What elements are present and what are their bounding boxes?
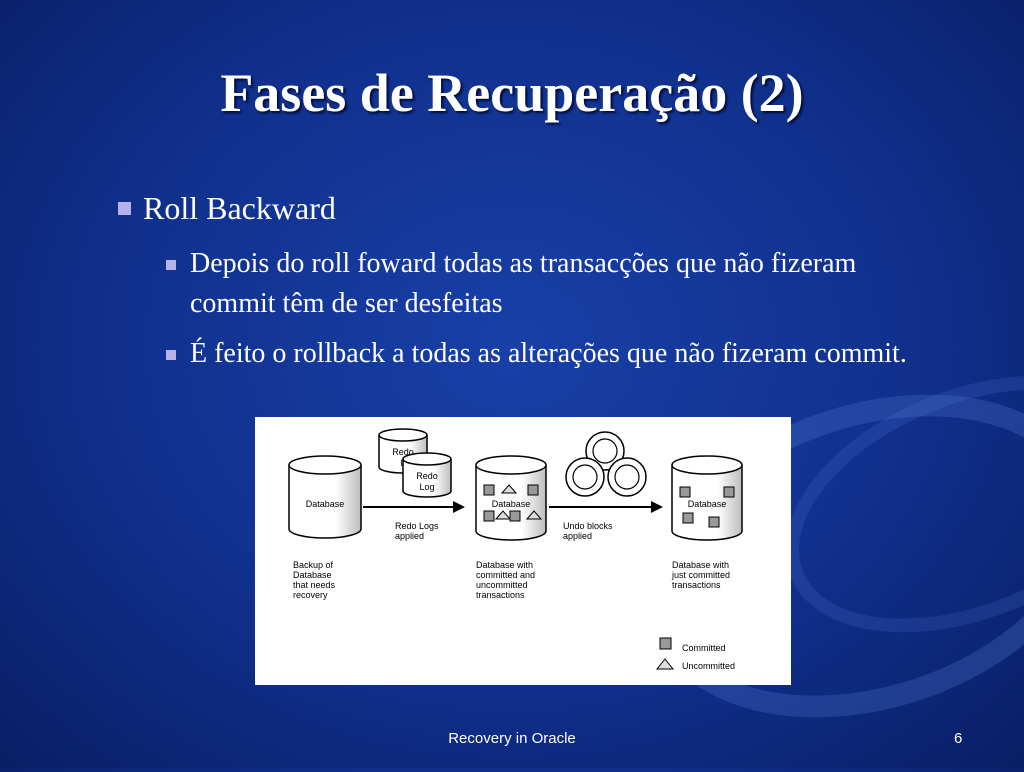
svg-text:transactions: transactions xyxy=(672,580,721,590)
bullet-square-icon xyxy=(166,350,176,360)
svg-text:recovery: recovery xyxy=(293,590,328,600)
svg-text:Database with: Database with xyxy=(672,560,729,570)
svg-text:Database with: Database with xyxy=(476,560,533,570)
caption-mixed: Database with committed and uncommitted … xyxy=(476,560,535,600)
bullet-text: Depois do roll foward todas as transacçõ… xyxy=(190,248,857,319)
undo-blocks-icon xyxy=(565,431,647,497)
database-label: Database xyxy=(306,499,345,509)
arrow-undo-applied xyxy=(549,501,663,513)
arrow-label: Undo blocks xyxy=(563,521,613,531)
slide-title: Fases de Recuperação (2) xyxy=(220,63,804,123)
database-cylinder-backup: Database xyxy=(288,455,362,539)
svg-text:uncommitted: uncommitted xyxy=(476,580,528,590)
page-number: 6 xyxy=(954,730,963,747)
caption-committed: Database with just committed transaction… xyxy=(671,560,730,590)
bullet-level2: É feito o rollback a todas as alterações… xyxy=(166,334,946,374)
bullet-square-icon xyxy=(166,260,176,270)
svg-text:Database: Database xyxy=(293,570,332,580)
bullet-square-icon xyxy=(118,202,131,215)
arrow-redo-applied xyxy=(363,501,465,513)
arrow-label: Redo Logs xyxy=(395,521,439,531)
caption-backup: Backup of Database that needs recovery xyxy=(293,560,336,600)
database-cylinder-mixed: Database xyxy=(475,455,547,541)
legend-uncommitted: Uncommitted xyxy=(682,661,735,671)
bullet-text: É feito o rollback a todas as alterações… xyxy=(190,338,907,369)
recovery-diagram: Database Redo L Redo Log Redo Logs appli… xyxy=(255,417,791,685)
uncommitted-icon xyxy=(655,658,675,670)
bullet-level2: Depois do roll foward todas as transacçõ… xyxy=(166,244,946,324)
redo-log-label: Redo xyxy=(416,471,438,481)
svg-text:just committed: just committed xyxy=(671,570,730,580)
database-label: Database xyxy=(688,499,727,509)
redo-log-label: Log xyxy=(419,482,434,492)
bullet-text: Roll Backward xyxy=(143,190,336,226)
bullet-level1: Roll Backward xyxy=(118,190,336,227)
database-label: Database xyxy=(492,499,531,509)
arrow-label: applied xyxy=(395,531,424,541)
database-cylinder-committed: Database xyxy=(671,455,743,541)
svg-text:that needs: that needs xyxy=(293,580,336,590)
slide-footer: Recovery in Oracle xyxy=(448,730,576,747)
committed-icon xyxy=(659,637,672,650)
arrow-label: applied xyxy=(563,531,592,541)
redo-log-label: Redo xyxy=(392,447,414,457)
legend-committed: Committed xyxy=(682,643,726,653)
svg-text:committed and: committed and xyxy=(476,570,535,580)
legend: Committed Uncommitted xyxy=(655,637,735,671)
svg-text:transactions: transactions xyxy=(476,590,525,600)
recovery-diagram-svg: Database Redo L Redo Log Redo Logs appli… xyxy=(288,428,743,671)
svg-text:Backup of: Backup of xyxy=(293,560,334,570)
redo-log-icon: Redo Log xyxy=(402,452,452,498)
